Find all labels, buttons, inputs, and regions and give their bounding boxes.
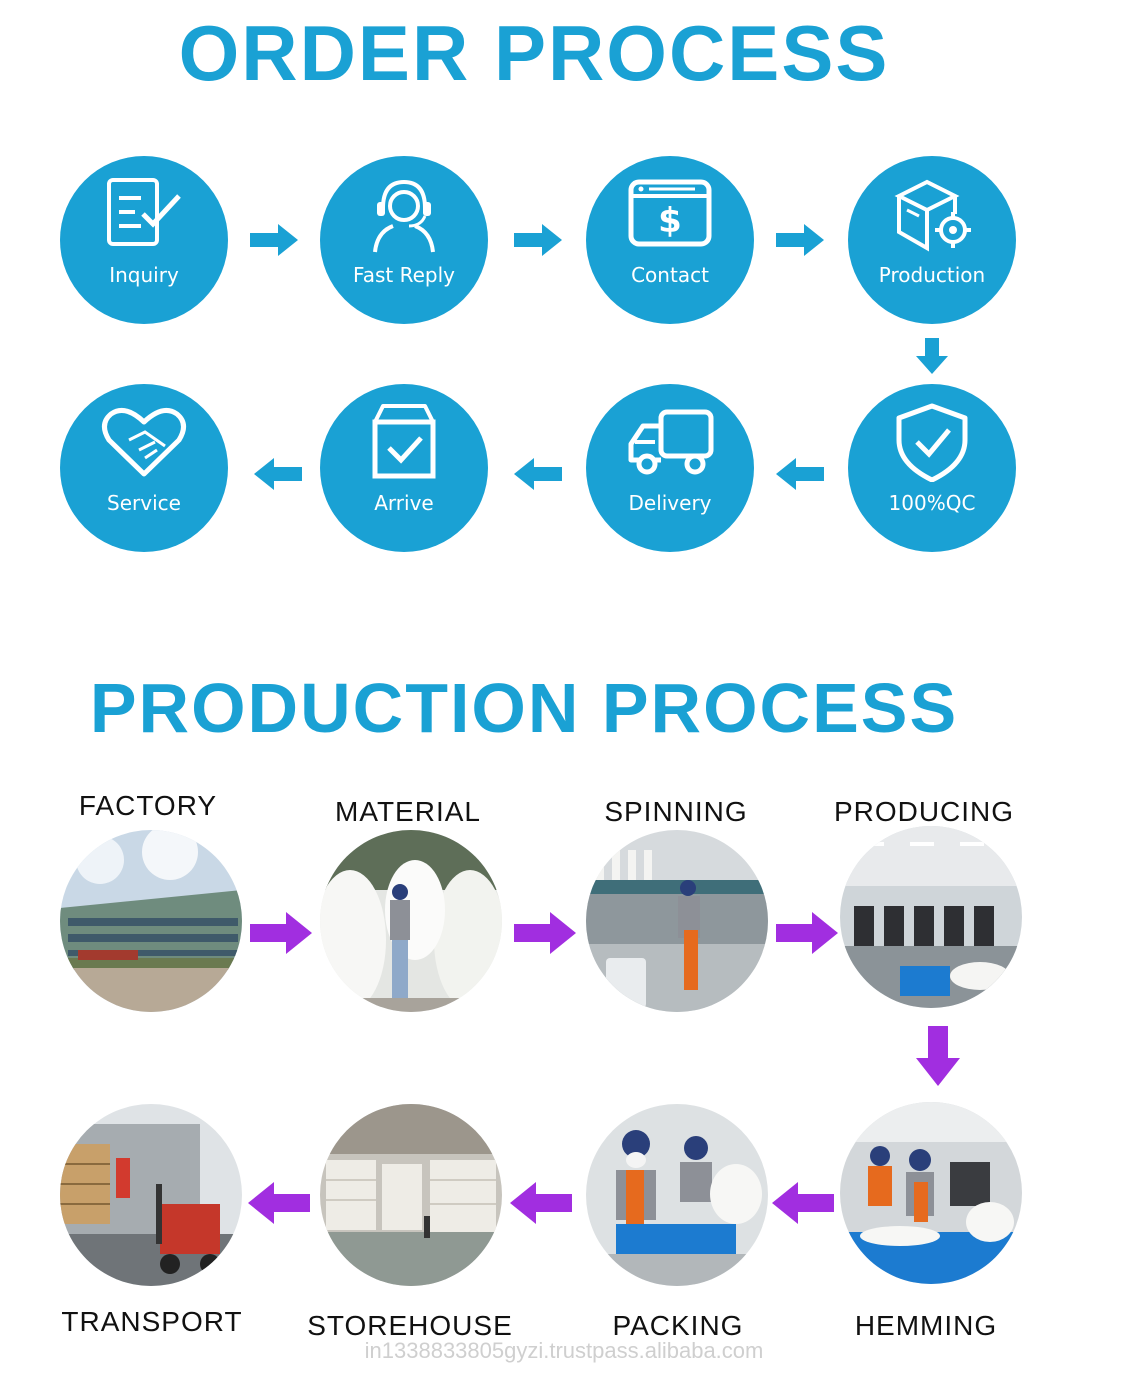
step-label: Fast Reply (353, 263, 455, 287)
headset-agent-icon (373, 179, 435, 253)
transport-photo (60, 1104, 242, 1286)
document-check-icon (107, 178, 181, 246)
box-gear-icon (894, 179, 971, 252)
arrow-left-icon (254, 458, 302, 490)
storehouse-photo (320, 1104, 502, 1286)
factory-photo (60, 830, 242, 1012)
production-step-label: FACTORY (78, 790, 218, 821)
heart-handshake-icon (102, 407, 186, 477)
payment-window-icon: $ (628, 179, 712, 247)
arrow-right-icon (250, 912, 312, 954)
production-step-label: HEMMING (854, 1310, 998, 1341)
arrow-left-icon (772, 1182, 834, 1224)
delivery-truck-icon (628, 409, 714, 475)
step-label: Service (107, 491, 181, 515)
step-label: 100%QC (888, 491, 976, 515)
step-inquiry: Inquiry (60, 156, 228, 324)
production-step-label: TRANSPORT (61, 1306, 243, 1337)
packing-photo (586, 1104, 768, 1286)
arrow-right-icon (514, 912, 576, 954)
production-step-label: PACKING (612, 1310, 744, 1341)
step-contact: $ Contact (586, 156, 754, 324)
step-label: Contact (631, 263, 709, 287)
step-label: Inquiry (109, 263, 179, 287)
arrow-right-icon (776, 912, 838, 954)
arrow-left-icon (514, 458, 562, 490)
order-process-title: ORDER PROCESS (178, 9, 890, 97)
production-step-label: STOREHOUSE (307, 1310, 513, 1341)
production-step-label: MATERIAL (335, 796, 481, 827)
step-service: Service (60, 384, 228, 552)
step-label: Delivery (628, 491, 712, 515)
step-label: Production (878, 263, 986, 287)
arrow-left-icon (510, 1182, 572, 1224)
step-arrive: Arrive (320, 384, 488, 552)
arrow-left-icon (776, 458, 824, 490)
production-step-label: PRODUCING (833, 796, 1015, 827)
step-qc: 100%QC (848, 384, 1016, 552)
spinning-photo (586, 830, 768, 1012)
arrow-down-icon (916, 1026, 960, 1086)
producing-photo (840, 826, 1022, 1008)
svg-text:$: $ (658, 201, 682, 241)
step-label: Arrive (374, 491, 434, 515)
shield-check-icon (896, 403, 968, 482)
material-photo (320, 830, 502, 1012)
arrow-right-icon (250, 224, 298, 256)
arrow-right-icon (514, 224, 562, 256)
arrow-down-icon (916, 338, 948, 374)
arrow-left-icon (248, 1182, 310, 1224)
production-step-label: SPINNING (604, 796, 748, 827)
open-box-check-icon (372, 404, 436, 479)
step-delivery: Delivery (586, 384, 754, 552)
watermark: in1338833805gyzi.trustpass.alibaba.com (364, 1338, 764, 1363)
step-fast-reply: Fast Reply (320, 156, 488, 324)
step-production: Production (848, 156, 1016, 324)
production-process-title: PRODUCTION PROCESS (89, 669, 959, 747)
arrow-right-icon (776, 224, 824, 256)
hemming-photo (840, 1102, 1022, 1284)
